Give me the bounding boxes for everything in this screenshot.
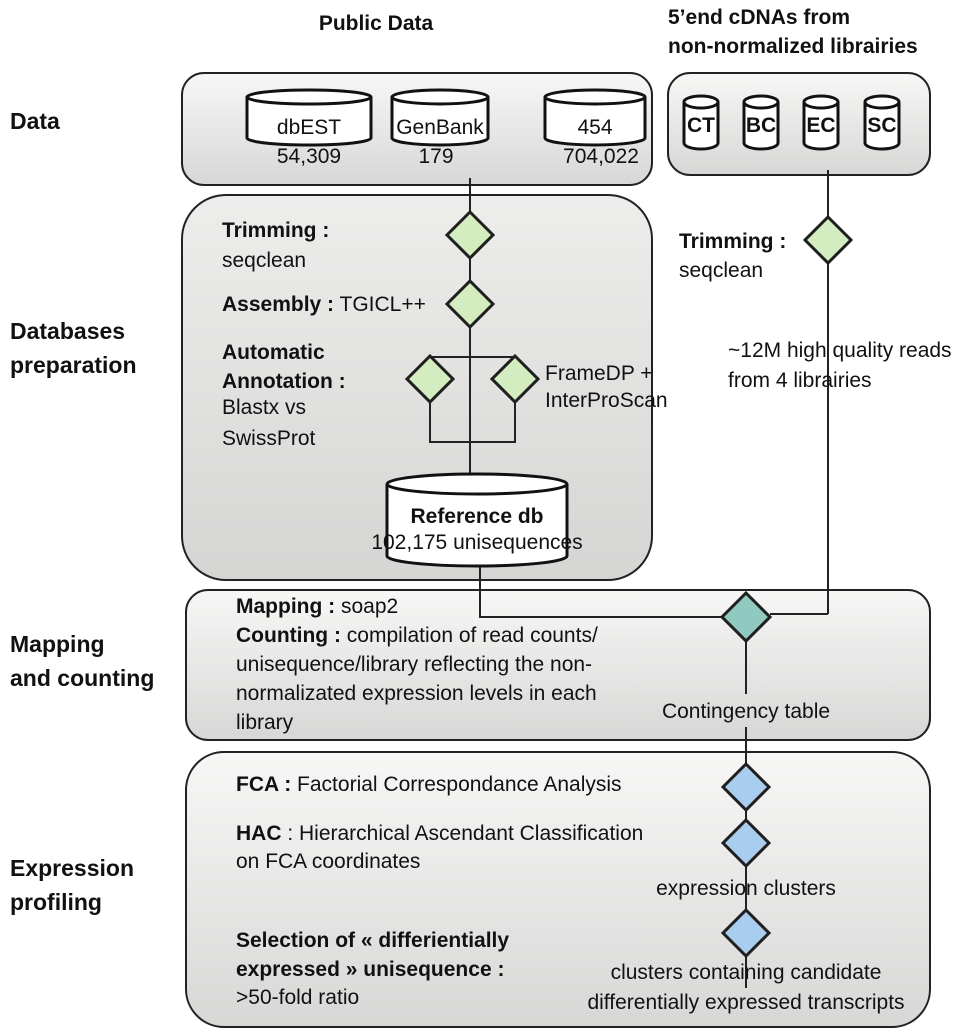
lib-label-ec: EC bbox=[806, 114, 835, 137]
expression-clusters-label: expression clusters bbox=[656, 877, 836, 900]
reference-db-title: Reference db bbox=[410, 505, 543, 528]
contingency-table-label: Contingency table bbox=[662, 700, 830, 723]
db-name-454: 454 bbox=[577, 116, 612, 139]
selection-diamond bbox=[720, 907, 772, 959]
lib-trimming-diamond bbox=[802, 214, 854, 266]
cylinder-lib-ct bbox=[682, 94, 720, 151]
mapping-line: Mapping : soap2 bbox=[236, 595, 398, 618]
db-count-dbest: 54,309 bbox=[277, 145, 341, 168]
counting-line3: normalizated expression levels in each bbox=[236, 682, 597, 705]
cylinder-dbest bbox=[245, 88, 373, 147]
blastx-diamond bbox=[404, 353, 456, 405]
assembly-diamond bbox=[444, 278, 496, 330]
fca-line: FCA : Factorial Correspondance Analysis bbox=[236, 773, 622, 796]
counting-line2: unisequence/library reflecting the non- bbox=[236, 653, 592, 676]
section-db-prep-line1: Databases bbox=[10, 318, 125, 344]
section-mapping-line2: and counting bbox=[10, 665, 154, 691]
prep-assembly: Assembly : TGICL++ bbox=[222, 293, 426, 316]
prep-annotation-line2: Annotation : bbox=[222, 370, 346, 393]
section-expression-line1: Expression bbox=[10, 855, 134, 881]
reference-db-cylinder bbox=[385, 472, 569, 568]
lib-reads-line2: from 4 librairies bbox=[728, 369, 872, 392]
counting-line4: library bbox=[236, 711, 294, 734]
libraries-panel bbox=[667, 72, 931, 176]
reference-db-count: 102,175 unisequences bbox=[371, 531, 582, 554]
prep-framedp-line1: FrameDP + bbox=[545, 362, 653, 385]
prep-trimming-label: Trimming : bbox=[222, 219, 329, 242]
lib-reads-line1: ~12M high quality reads bbox=[728, 339, 952, 362]
selection-line2: expressed » unisequence : bbox=[236, 958, 504, 981]
section-mapping-line1: Mapping bbox=[10, 631, 105, 657]
lib-label-sc: SC bbox=[867, 114, 896, 137]
mapping-diamond bbox=[719, 590, 773, 644]
fca-diamond bbox=[720, 761, 772, 813]
trimming-diamond bbox=[444, 209, 496, 261]
lib-label-bc: BC bbox=[746, 114, 776, 137]
lib-trimming-tool: seqclean bbox=[679, 259, 763, 282]
prep-blastx-line1: Blastx vs bbox=[222, 396, 306, 419]
public-data-header: Public Data bbox=[319, 12, 434, 35]
lib-trimming-label: Trimming : bbox=[679, 230, 786, 253]
lib-label-ct: CT bbox=[687, 114, 715, 137]
hac-line1: HAC : Hierarchical Ascendant Classificat… bbox=[236, 822, 643, 845]
prep-annotation-line1: Automatic bbox=[222, 341, 325, 364]
cdna-header-line2: non-normalized librairies bbox=[668, 35, 918, 58]
selection-line3: >50-fold ratio bbox=[236, 986, 359, 1009]
selection-line1: Selection of « differientially bbox=[236, 929, 509, 952]
db-name-genbank: GenBank bbox=[396, 116, 484, 139]
db-count-genbank: 179 bbox=[418, 145, 453, 168]
candidate-clusters-line2: differentially expressed transcripts bbox=[587, 991, 904, 1014]
prep-framedp-line2: InterProScan bbox=[545, 389, 668, 412]
db-count-454: 704,022 bbox=[563, 145, 639, 168]
candidate-clusters-line1: clusters containing candidate bbox=[611, 961, 882, 984]
cylinder-genbank bbox=[390, 88, 490, 147]
section-db-prep-line2: preparation bbox=[10, 352, 137, 378]
section-data: Data bbox=[10, 108, 60, 134]
cylinder-lib-bc bbox=[742, 94, 780, 151]
cylinder-454 bbox=[543, 88, 647, 147]
prep-trimming-tool: seqclean bbox=[222, 249, 306, 272]
cylinder-lib-ec bbox=[802, 94, 840, 151]
cdna-header-line1: 5’end cDNAs from bbox=[668, 6, 850, 29]
counting-line1: Counting : compilation of read counts/ bbox=[236, 624, 598, 647]
prep-blastx-line2: SwissProt bbox=[222, 427, 316, 450]
cylinder-lib-sc bbox=[863, 94, 901, 151]
section-expression-line2: profiling bbox=[10, 889, 102, 915]
hac-line2: on FCA coordinates bbox=[236, 850, 420, 873]
db-name-dbest: dbEST bbox=[277, 116, 341, 139]
framedp-diamond bbox=[489, 353, 541, 405]
hac-diamond bbox=[720, 817, 772, 869]
